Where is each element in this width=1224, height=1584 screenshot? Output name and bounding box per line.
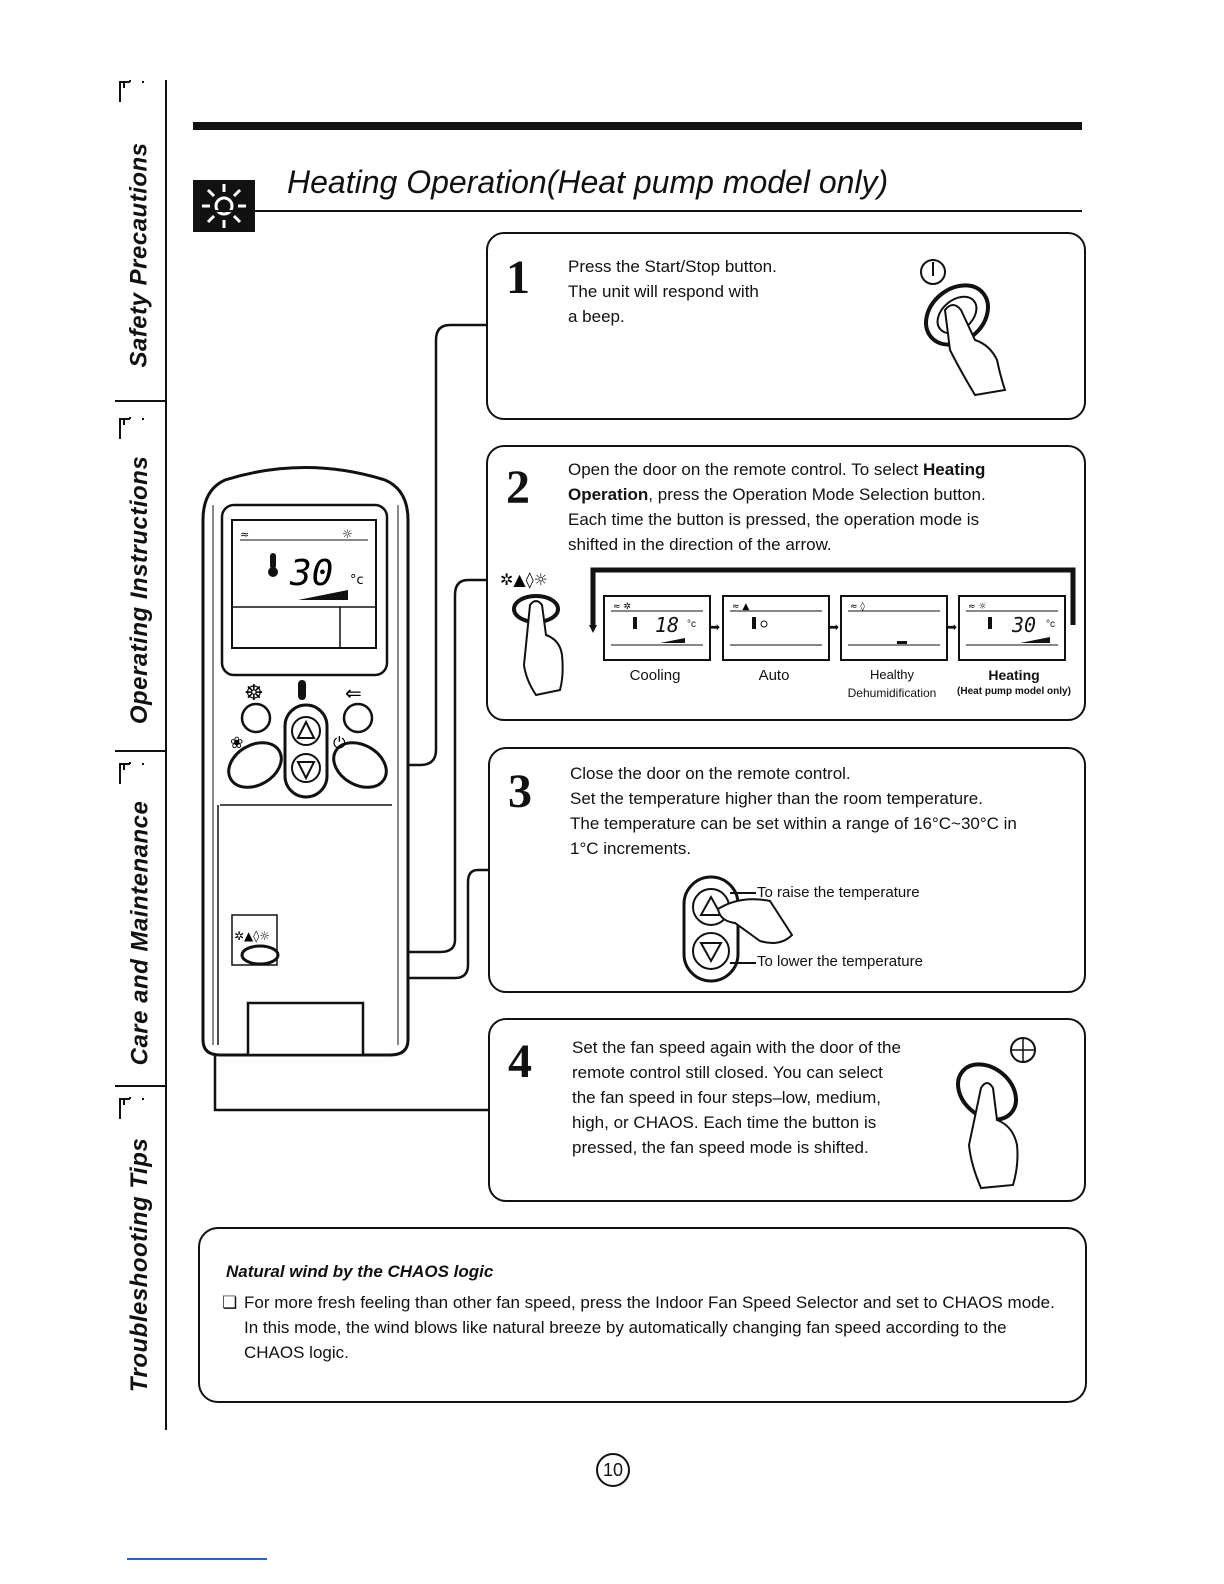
svg-text:☼: ☼ bbox=[342, 527, 353, 541]
step-1-number: 1 bbox=[506, 251, 530, 304]
title-rule bbox=[193, 210, 1082, 212]
svg-text:≈ ▲: ≈ ▲ bbox=[732, 602, 749, 612]
arrow-right-icon: ➡ bbox=[710, 620, 721, 634]
step-3-box bbox=[488, 747, 1086, 993]
svg-text:✲▲◊☼: ✲▲◊☼ bbox=[234, 929, 270, 943]
raise-temperature-label: To raise the temperature bbox=[757, 884, 920, 901]
arrow-right-icon: ➡ bbox=[947, 620, 958, 634]
step-2-text: Open the door on the remote control. To … bbox=[568, 460, 986, 554]
step-2-box bbox=[486, 445, 1086, 721]
svg-text:≈: ≈ bbox=[240, 528, 249, 541]
svg-text:⇐: ⇐ bbox=[345, 681, 362, 705]
lcd-unit: °c bbox=[687, 619, 696, 630]
lower-temperature-label: To lower the temperature bbox=[757, 953, 923, 970]
checkbox-bullet-icon: ❏ bbox=[222, 1293, 238, 1312]
start-stop-hand-icon bbox=[920, 259, 1007, 397]
tab-marker-icon bbox=[119, 762, 144, 784]
lcd-heating: ≈ ☼ 30 °c bbox=[958, 595, 1066, 661]
header-rule bbox=[193, 122, 1082, 130]
step-3-text: Close the door on the remote control. Se… bbox=[570, 764, 1017, 858]
lcd-dehumidification: ≈ ◊ bbox=[840, 595, 948, 661]
mode-label-heating: Heating bbox=[988, 667, 1040, 683]
remote-control-illustration: ≈ ☼ 30 °c ☸ ⇐ ❀ ⏻ ✲▲◊☼ bbox=[201, 323, 490, 1112]
lcd-auto: ≈ ▲ bbox=[722, 595, 830, 661]
step-4-text: Set the fan speed again with the door of… bbox=[572, 1038, 901, 1157]
mode-label-cooling: Cooling bbox=[629, 667, 681, 684]
mode-label-healthy: Healthy bbox=[869, 667, 915, 682]
tab-safety-precautions[interactable]: Safety Precautions bbox=[126, 142, 153, 368]
lcd-unit: °c bbox=[1046, 619, 1055, 630]
mode-button-hand-icon: ✲▲◊☼ bbox=[500, 570, 564, 697]
step-2-number: 2 bbox=[506, 461, 530, 514]
mode-label-auto: Auto bbox=[758, 667, 790, 684]
tab-divider bbox=[115, 400, 167, 402]
svg-text:≈ ✲: ≈ ✲ bbox=[613, 602, 631, 612]
svg-text:⏻: ⏻ bbox=[333, 733, 346, 752]
tab-troubleshooting-tips[interactable]: Troubleshooting Tips bbox=[126, 1137, 154, 1393]
chaos-note-box bbox=[198, 1227, 1087, 1403]
sidebar-rule bbox=[165, 80, 167, 1430]
chaos-note-text: ❏ For more fresh feeling than other fan … bbox=[222, 1290, 1056, 1365]
tab-divider bbox=[115, 1085, 167, 1087]
lcd-heating-temp: 30 bbox=[1012, 613, 1037, 637]
svg-text:≈ ◊: ≈ ◊ bbox=[850, 601, 865, 612]
mode-label-heat-pump-only: (Heat pump model only) bbox=[957, 686, 1071, 697]
remote-temp-readout: 30 bbox=[289, 553, 333, 594]
lcd-cooling: ≈ ✲ 18 °c bbox=[603, 595, 711, 661]
tab-marker-icon bbox=[119, 80, 144, 102]
page-title: Heating Operation(Heat pump model only) bbox=[287, 164, 889, 200]
footer-link-line bbox=[127, 1558, 267, 1560]
step-1-text: Press the Start/Stop button. The unit wi… bbox=[568, 257, 777, 326]
lcd-cooling-temp: 18 bbox=[655, 613, 680, 637]
chaos-note-title: Natural wind by the CHAOS logic bbox=[226, 1262, 494, 1281]
page-number: 10 bbox=[596, 1453, 630, 1487]
svg-text:❀: ❀ bbox=[230, 733, 243, 752]
svg-text:☸: ☸ bbox=[244, 681, 264, 706]
mode-label-dehumidification: Dehumidification bbox=[847, 686, 937, 700]
svg-text:°c: °c bbox=[350, 573, 364, 588]
sun-icon bbox=[193, 180, 255, 232]
temperature-buttons-hand-icon bbox=[682, 875, 794, 983]
tab-marker-icon bbox=[119, 417, 144, 439]
tab-care-and-maintenance[interactable]: Care and Maintenance bbox=[126, 800, 153, 1065]
svg-text:≈ ☼: ≈ ☼ bbox=[968, 602, 986, 612]
mode-sequence-arrow bbox=[589, 567, 1076, 633]
tab-marker-icon bbox=[119, 1097, 144, 1119]
fan-speed-hand-icon bbox=[956, 1037, 1036, 1190]
svg-text:✲▲◊☼: ✲▲◊☼ bbox=[500, 570, 548, 589]
tab-divider bbox=[115, 750, 167, 752]
arrow-right-icon: ➡ bbox=[829, 620, 840, 634]
step-4-number: 4 bbox=[508, 1035, 532, 1088]
tab-operating-instructions[interactable]: Operating Instructions bbox=[126, 455, 154, 725]
step-3-number: 3 bbox=[508, 765, 532, 818]
